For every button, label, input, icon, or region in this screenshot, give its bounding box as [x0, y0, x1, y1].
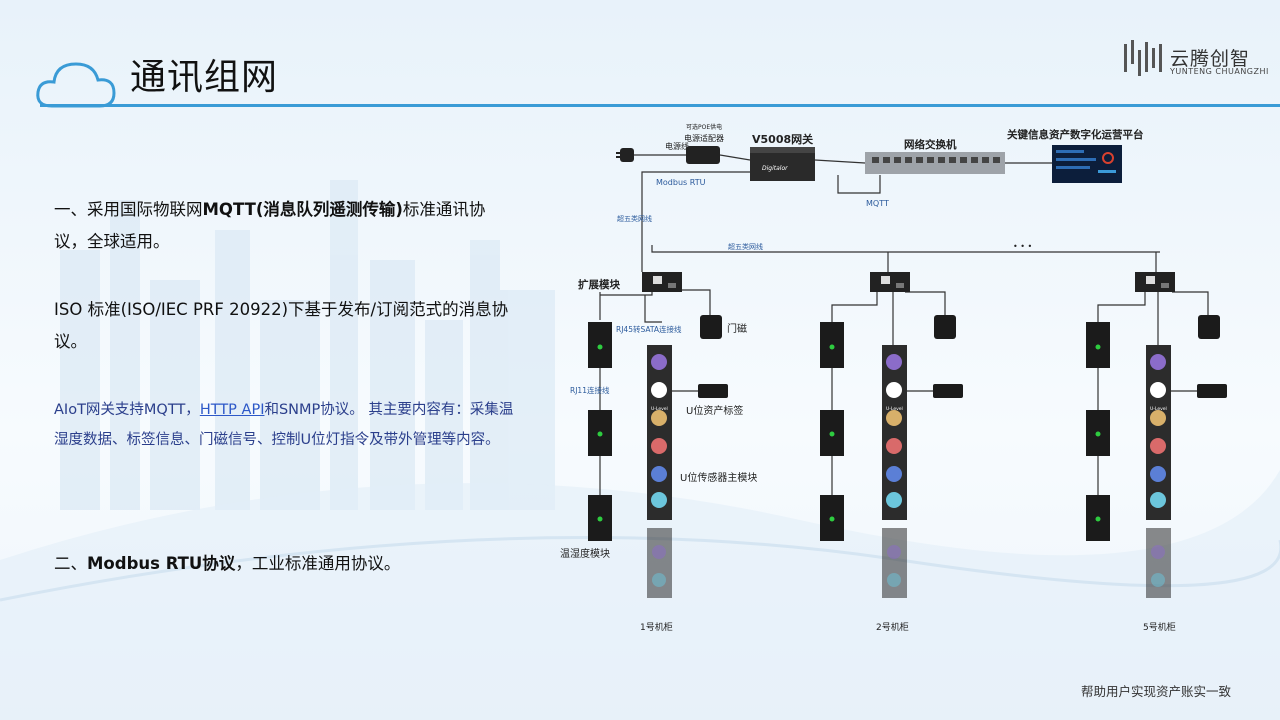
p4-prefix: 二、	[54, 554, 87, 573]
company-name-en: YUNTENG CHUANGZHI	[1170, 67, 1269, 76]
label-gateway-brand: Digitalor	[762, 165, 788, 172]
label-mqtt: MQTT	[866, 199, 889, 208]
label-cat5e-1: 超五类网线	[617, 214, 652, 223]
label-temp-humidity: 温湿度模块	[560, 547, 610, 560]
p3-suffix: 和SNMP协议。 其主要内容有：采集温湿度数据、标签信息、门磁信号、控制U位灯指…	[54, 402, 514, 448]
expansion-module-icon	[642, 272, 682, 292]
u-tag-icon	[933, 384, 963, 398]
door-sensor-icon	[700, 315, 722, 339]
power-adapter-icon	[686, 146, 720, 164]
gateway-device-icon	[750, 147, 815, 181]
label-poe: 可选POE供电	[686, 123, 722, 131]
http-api-link[interactable]: HTTP API	[199, 402, 265, 418]
title-divider	[40, 104, 1280, 107]
label-power-cable: 电源线	[665, 141, 689, 151]
u-level-strip-1	[647, 345, 672, 598]
page-title: 通讯组网	[130, 57, 279, 98]
label-adapter: 电源适配器	[684, 133, 724, 143]
paragraph-modbus: 二、Modbus RTU协议，工业标准通用协议。	[54, 548, 514, 580]
company-name-cn: 云腾创智	[1170, 48, 1251, 70]
label-cabinet-2: 2号机柜	[876, 621, 909, 633]
p4-suffix: ，工业标准通用协议。	[235, 554, 401, 573]
p1-suffix: 标准通讯协议，全球适用。	[54, 200, 486, 251]
door-sensor-icon	[1198, 315, 1220, 339]
label-door-sensor: 门磁	[727, 322, 747, 335]
network-switch-icon	[865, 152, 1005, 174]
u-tag-icon	[698, 384, 728, 398]
platform-screen-icon	[1052, 145, 1122, 183]
p1-prefix: 一、采用国际物联网	[54, 200, 203, 219]
paragraph-iso: ISO 标准(ISO/IEC PRF 20922)下基于发布/订阅范式的消息协议…	[54, 300, 509, 351]
label-switch: 网络交换机	[904, 138, 957, 151]
label-expansion-module: 扩展模块	[578, 278, 620, 291]
label-platform: 关键信息资产数字化运营平台	[1007, 128, 1144, 141]
label-modbus-rtu: Modbus RTU	[656, 178, 706, 187]
label-u-tag: U位资产标签	[686, 404, 743, 417]
label-rj45-sata: RJ45转SATA连接线	[616, 324, 682, 334]
p4-bold: Modbus RTU协议	[87, 554, 236, 573]
p3-prefix: AIoT网关支持MQTT，	[54, 402, 200, 418]
door-sensor-icon	[934, 315, 956, 339]
label-u-sensor: U位传感器主模块	[680, 471, 757, 484]
u-level-strip-5	[1146, 345, 1171, 598]
label-u-level-5: U-Level	[1150, 406, 1167, 412]
label-cabinet-1: 1号机柜	[640, 621, 673, 633]
network-diagram: 电源线 可选POE供电 电源适配器 V5008网关 Digitalor Modb…	[560, 123, 1227, 633]
power-plug-icon	[616, 148, 634, 162]
label-gateway: V5008网关	[752, 132, 813, 146]
cloud-icon	[36, 62, 116, 108]
footer-slogan: 帮助用户实现资产账实一致	[1081, 684, 1232, 699]
label-u-level-1: U-Level	[651, 406, 668, 412]
expansion-module-icon	[1135, 272, 1175, 292]
label-cabinet-5: 5号机柜	[1143, 621, 1176, 633]
expansion-module-icon	[870, 272, 910, 292]
label-ellipsis: • • •	[1013, 242, 1032, 251]
label-rj11: RJ11连接线	[570, 385, 610, 395]
label-cat5e-2: 超五类网线	[728, 242, 763, 251]
paragraph-aiot: AIoT网关支持MQTT，HTTP API和SNMP协议。 其主要内容有：采集温…	[54, 395, 514, 455]
u-tag-icon	[1197, 384, 1227, 398]
u-level-strip-2	[882, 345, 907, 598]
company-logo-mark	[1124, 40, 1162, 76]
label-u-level-2: U-Level	[886, 406, 903, 412]
paragraph-mqtt: 一、采用国际物联网MQTT(消息队列遥测传输)标准通讯协议，全球适用。	[54, 194, 514, 258]
p1-bold: MQTT(消息队列遥测传输)	[202, 200, 403, 219]
